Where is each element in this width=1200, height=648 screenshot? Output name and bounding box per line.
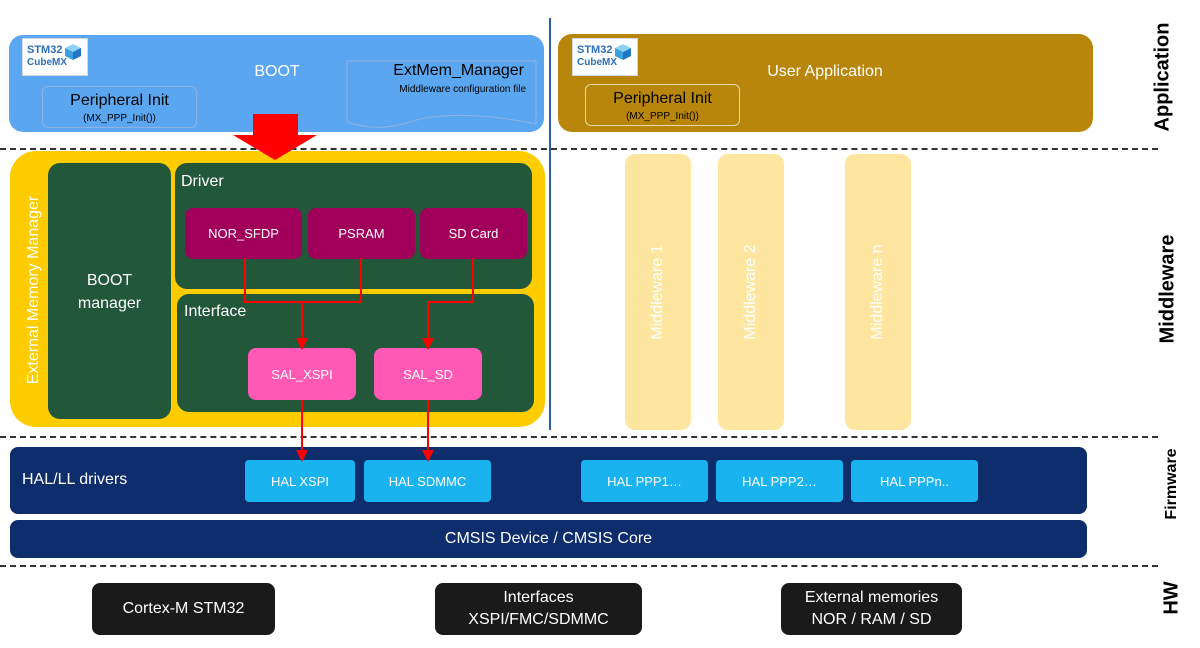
extmem-manager-title: ExtMem_Manager <box>393 62 524 79</box>
driver-sd-card: SD Card <box>420 208 527 259</box>
middleware-2: Middleware 2 <box>718 154 784 430</box>
hw-memories-line2: NOR / RAM / SD <box>811 611 932 628</box>
stm32cubemx-logo-user: STM32 CubeMX <box>572 38 638 76</box>
middleware-1: Middleware 1 <box>625 154 691 430</box>
hal-pppn: HAL PPPn.. <box>851 460 978 502</box>
separator-application <box>0 148 1158 150</box>
interface-label: Interface <box>184 303 247 320</box>
cmsis-label: CMSIS Device / CMSIS Core <box>444 530 653 547</box>
separator-middleware <box>0 436 1158 438</box>
interface-sal-sd: SAL_SD <box>374 348 482 400</box>
driver-psram: PSRAM <box>308 208 415 259</box>
interface-sal-xspi: SAL_XSPI <box>248 348 356 400</box>
hal-ppp1: HAL PPP1… <box>581 460 708 502</box>
user-application-title: User Application <box>767 63 883 80</box>
user-application-block <box>558 34 1093 132</box>
middleware-n: Middleware n <box>845 154 911 430</box>
hw-interfaces-line2: XSPI/FMC/SDMMC <box>468 611 609 628</box>
arrow-nor-to-sal-xspi <box>244 259 308 350</box>
hal-ppp2: HAL PPP2… <box>716 460 843 502</box>
cube-icon <box>65 44 81 60</box>
user-peripheral-init: Peripheral Init (MX_PPP_Init()) <box>585 84 740 126</box>
boot-title: BOOT <box>254 63 300 80</box>
driver-label: Driver <box>181 173 224 190</box>
boot-manager-block <box>48 163 171 419</box>
stm32cubemx-logo: STM32 CubeMX <box>22 38 88 76</box>
vertical-divider <box>549 18 551 430</box>
arrow-sdcard-to-sal-sd <box>422 259 474 350</box>
hw-interfaces: Interfaces XSPI/FMC/SDMMC <box>435 583 642 635</box>
separator-firmware <box>0 565 1158 567</box>
boot-manager-line2: manager <box>77 295 142 312</box>
arrow-psram-to-sal-xspi <box>302 259 362 303</box>
hw-cortex-m: Cortex-M STM32 <box>92 583 275 635</box>
cmsis-block <box>10 520 1087 558</box>
cube-icon <box>615 44 631 60</box>
boot-manager-line1: BOOT <box>86 272 133 289</box>
hw-external-memories: External memories NOR / RAM / SD <box>781 583 962 635</box>
hal-sdmmc: HAL SDMMC <box>364 460 491 502</box>
hal-ll-label: HAL/LL drivers <box>22 471 128 488</box>
hw-interfaces-line1: Interfaces <box>503 589 574 606</box>
down-arrow-icon <box>233 114 317 160</box>
hw-memories-line1: External memories <box>804 589 939 606</box>
extmem-manager-subtitle: Middleware configuration file <box>399 84 526 95</box>
hal-xspi: HAL XSPI <box>245 460 355 502</box>
driver-nor-sfdp: NOR_SFDP <box>185 208 302 259</box>
hw-cortex-m-label: Cortex-M STM32 <box>122 600 245 617</box>
boot-peripheral-init: Peripheral Init (MX_PPP_Init()) <box>42 86 197 128</box>
